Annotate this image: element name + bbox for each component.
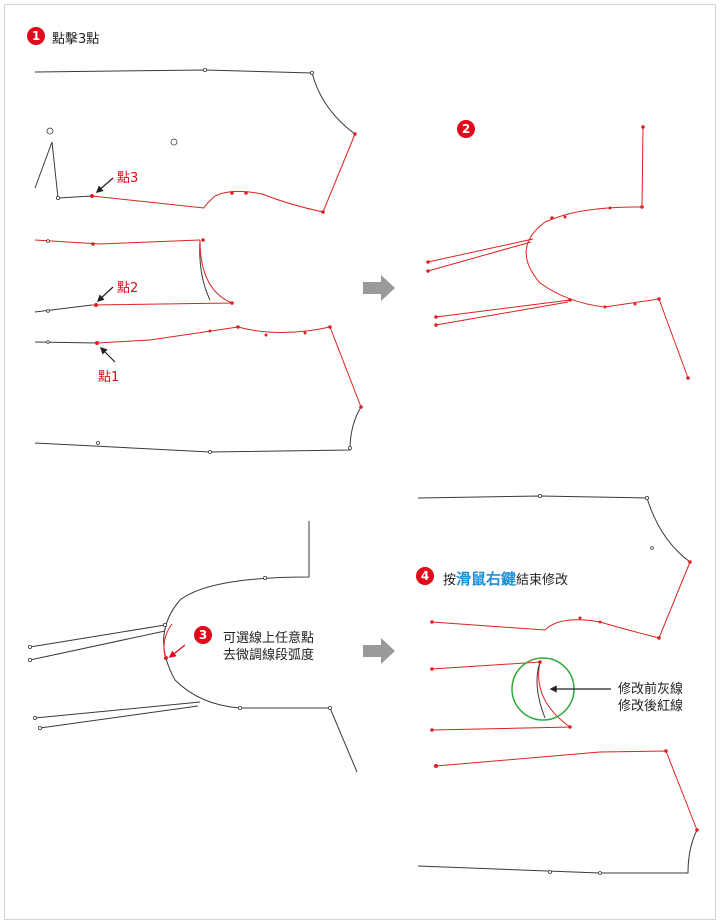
arrow-right-icon [363, 275, 395, 301]
panel1-top-gray [34, 69, 356, 135]
arrow-step3 [168, 644, 186, 658]
panel-1-drawing [34, 68, 363, 454]
step-1-badge: 1 [27, 27, 45, 45]
panel-3-drawing [27, 521, 358, 773]
panel1-mid-upper [34, 239, 201, 245]
step-4-highlight: 滑鼠右鍵 [456, 570, 517, 588]
panel1-bottom-gray [34, 341, 362, 453]
point-3-label: 點3 [117, 171, 139, 186]
step-3-badge: 3 [194, 626, 212, 644]
panel1-top-red [91, 133, 356, 213]
step-3-line-1: 可選線上任意點 [223, 631, 315, 646]
figure-frame [4, 4, 716, 920]
panel1-mid-lower-gray [34, 304, 93, 313]
arrow-right-icon [363, 638, 395, 664]
panel-2-drawing [426, 125, 690, 380]
panel1-top-left-gray [34, 141, 93, 199]
point-1-label: 點1 [98, 370, 120, 385]
panel-4-drawing [417, 493, 699, 875]
step-4-caption: 按滑鼠右鍵結束修改 [443, 568, 568, 589]
panel1-mid-curve [199, 239, 211, 301]
panel1-mid-lower [91, 239, 233, 306]
step-4-badge: 4 [416, 567, 434, 585]
step-3-note: 可選線上任意點 去微調線段弧度 [223, 630, 314, 664]
panel1-bottom-red [96, 326, 362, 408]
arrow-p1 [99, 346, 116, 363]
step-2-badge: 2 [457, 120, 475, 138]
point-2-label: 點2 [117, 281, 139, 296]
arrow-p2 [96, 286, 114, 302]
legend-line-1: 修改前灰線 [618, 682, 684, 697]
step-4-suffix: 結束修改 [516, 573, 569, 588]
legend-note: 修改前灰線 修改後紅線 [618, 681, 683, 715]
arrow-p3 [95, 177, 114, 193]
legend-line-2: 修改後紅線 [618, 699, 684, 714]
step-3-line-2: 去微調線段弧度 [223, 648, 315, 663]
step-4-prefix: 按 [443, 573, 457, 588]
step-1-caption: 點擊3點 [52, 32, 100, 47]
